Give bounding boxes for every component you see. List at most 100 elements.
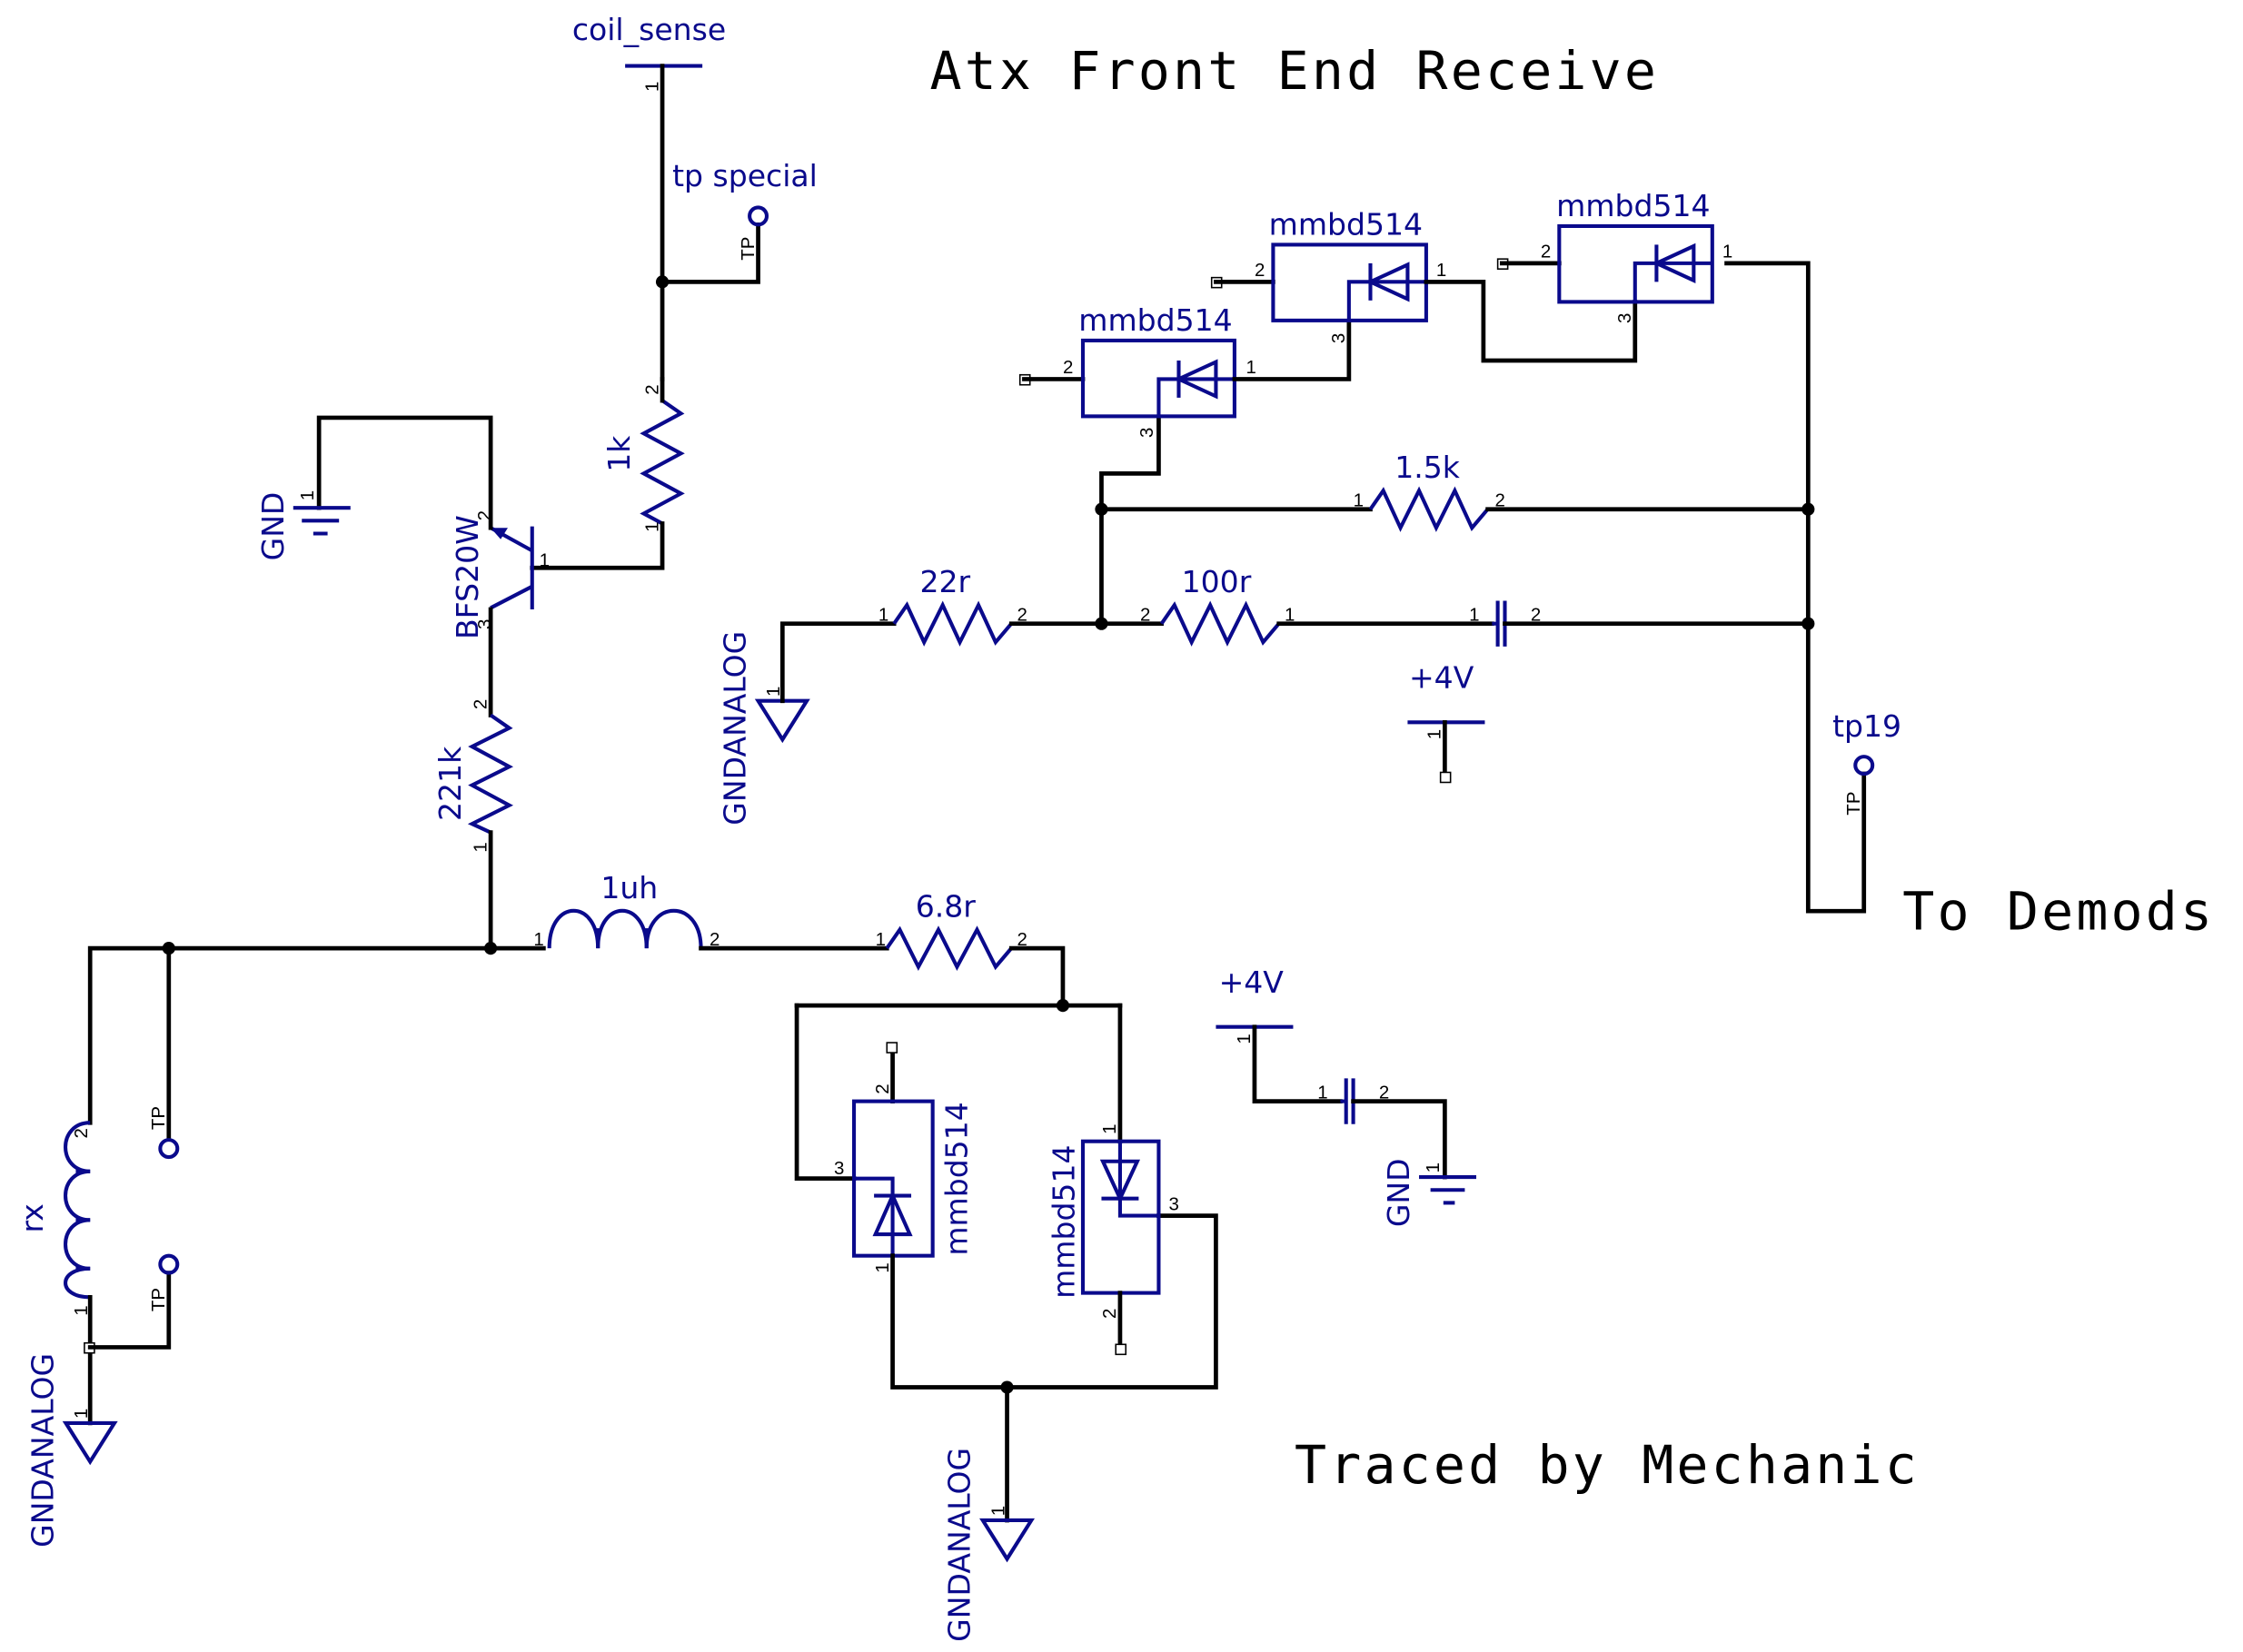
resistor-zigzag-icon: [467, 713, 514, 835]
gndanalog-label: GNDANALOG: [25, 1353, 60, 1548]
schematic-title: Atx Front End Receive: [930, 40, 1660, 102]
gnd-label: GND: [1381, 1158, 1416, 1227]
pin-label: 1: [297, 490, 318, 500]
coil-sense-label: coil_sense: [572, 12, 726, 47]
tp-ref-label: TP: [148, 1106, 169, 1130]
resistor-6-8r-value: 6.8r: [916, 888, 977, 924]
pin-label: 1: [470, 842, 491, 852]
diode-part-label: mmbd514: [938, 1102, 974, 1255]
pin-label: 1: [1354, 490, 1364, 511]
pin-pad-icon: [1439, 771, 1452, 784]
transistor-bfs20w[interactable]: BFS20W 1 2 3: [450, 510, 550, 639]
pin-label: 1: [1234, 1034, 1255, 1044]
test-point-coil-bottom[interactable]: TP: [148, 1253, 180, 1311]
ground-analog-icon: [979, 1518, 1036, 1563]
inductor-rx[interactable]: rx 2 1: [15, 1121, 92, 1316]
coil-sense-port: coil_sense 1: [572, 12, 726, 92]
diode-bottom-left[interactable]: mmbd514 3 2 1: [834, 1083, 974, 1272]
pin-label: 3: [1328, 333, 1349, 343]
diode-part-label: mmbd514: [1556, 188, 1710, 223]
pin-label: 3: [834, 1158, 844, 1179]
gnd-symbol-transistor: GND 1: [255, 490, 351, 561]
inductor-rx-value: rx: [15, 1203, 50, 1232]
resistor-1k[interactable]: 1k 2 1: [601, 377, 685, 532]
tp-ref-label: TP: [738, 237, 759, 261]
pin-label: 2: [1140, 605, 1150, 626]
to-demods-label: To Demods: [1902, 881, 2215, 943]
pin-label: 2: [1017, 929, 1027, 950]
pin-pad-icon: [1115, 1343, 1127, 1356]
wire: [316, 415, 493, 530]
test-point-icon[interactable]: [158, 1138, 180, 1160]
test-point-special-label: tp special: [672, 158, 818, 193]
pin-label: 3: [1168, 1193, 1178, 1214]
gndanalog-symbol-22r: GNDANALOG 1: [717, 631, 810, 826]
supply-label: +4V: [1409, 660, 1474, 696]
diode-pin-icon: [1117, 1141, 1159, 1218]
tp-ref-label: TP: [148, 1288, 169, 1311]
pin-label: 2: [710, 929, 720, 950]
pin-label: 1: [878, 605, 888, 626]
pin-label: 1: [641, 82, 662, 92]
pin-label: 1: [1424, 729, 1445, 739]
wire: [890, 1213, 1218, 1390]
pin-label: 2: [641, 384, 662, 394]
pin-label: 2: [1379, 1082, 1389, 1103]
diode-pin-icon: [1633, 261, 1712, 302]
diode-triangle-icon: [872, 1191, 913, 1237]
pin-label: 2: [1255, 260, 1265, 281]
wire: [1424, 279, 1638, 363]
test-point-icon[interactable]: [158, 1253, 180, 1275]
gndanalog-label: GNDANALOG: [942, 1448, 978, 1642]
pin-label: 1: [1099, 1123, 1120, 1133]
diode-top-right[interactable]: mmbd514 2 1 3: [1541, 188, 1732, 323]
diode-bottom-right[interactable]: mmbd514 1 3 2: [1047, 1123, 1179, 1319]
pin-label: 1: [1722, 242, 1732, 262]
test-point-icon[interactable]: [748, 205, 769, 227]
pin-label: 1: [71, 1305, 92, 1315]
resistor-1-5k[interactable]: 1.5k 1 2: [1354, 450, 1505, 532]
wire: [87, 945, 546, 1125]
pin-label: 2: [1017, 605, 1027, 626]
diode-pin-icon: [854, 1176, 895, 1256]
pin-label: 1: [1423, 1162, 1444, 1172]
wire: [660, 223, 760, 284]
transistor-collector-icon: [490, 584, 533, 610]
inductor-1uh-value: 1uh: [600, 870, 658, 905]
pin-label: 2: [71, 1128, 92, 1138]
pin-label: 2: [1099, 1309, 1120, 1319]
test-point-tp19[interactable]: tp19 TP: [1832, 708, 1901, 816]
resistor-zigzag-icon: [640, 399, 685, 526]
test-point-coil-top[interactable]: TP: [148, 1106, 180, 1160]
resistor-221k[interactable]: 221k 2 1: [432, 699, 514, 853]
pin-label: 1: [1317, 1082, 1327, 1103]
gndanalog-symbol-diodes: GNDANALOG 1: [942, 1448, 1036, 1642]
wire: [794, 1003, 857, 1182]
test-point-special[interactable]: tp special TP: [672, 158, 818, 261]
resistor-22r-value: 22r: [919, 564, 970, 599]
inductor-coil-icon: [64, 1121, 91, 1300]
pin-label: 1: [988, 1506, 1008, 1516]
resistor-100r-value: 100r: [1182, 564, 1252, 599]
gnd-symbol-cap: GND 1: [1381, 1158, 1477, 1227]
resistor-1k-value: 1k: [601, 435, 637, 472]
ground-analog-icon: [754, 698, 810, 744]
resistor-zigzag-icon: [892, 600, 1013, 647]
credit-label: Traced by Mechanic: [1295, 1434, 1920, 1496]
pin-label: 1: [540, 550, 550, 571]
test-point-icon[interactable]: [1853, 755, 1875, 777]
pin-label: 1: [872, 1262, 893, 1272]
diode-top-mid[interactable]: mmbd514 2 1 3: [1255, 206, 1446, 343]
resistor-22r[interactable]: 22r 1 2: [878, 564, 1027, 647]
inductor-1uh[interactable]: 1uh 1 2: [533, 870, 720, 950]
gnd-label: GND: [255, 492, 291, 561]
resistor-100r[interactable]: 100r 2 1: [1140, 564, 1295, 647]
pin-label: 1: [763, 687, 784, 697]
diode-top-left[interactable]: mmbd514 2 1 3: [1063, 302, 1256, 438]
pin-label: 2: [1541, 242, 1551, 262]
wire: [1008, 945, 1066, 1008]
pin-label: 2: [872, 1083, 893, 1093]
resistor-6-8r[interactable]: 6.8r 1 2: [876, 888, 1027, 972]
pin-label: 1: [876, 929, 886, 950]
